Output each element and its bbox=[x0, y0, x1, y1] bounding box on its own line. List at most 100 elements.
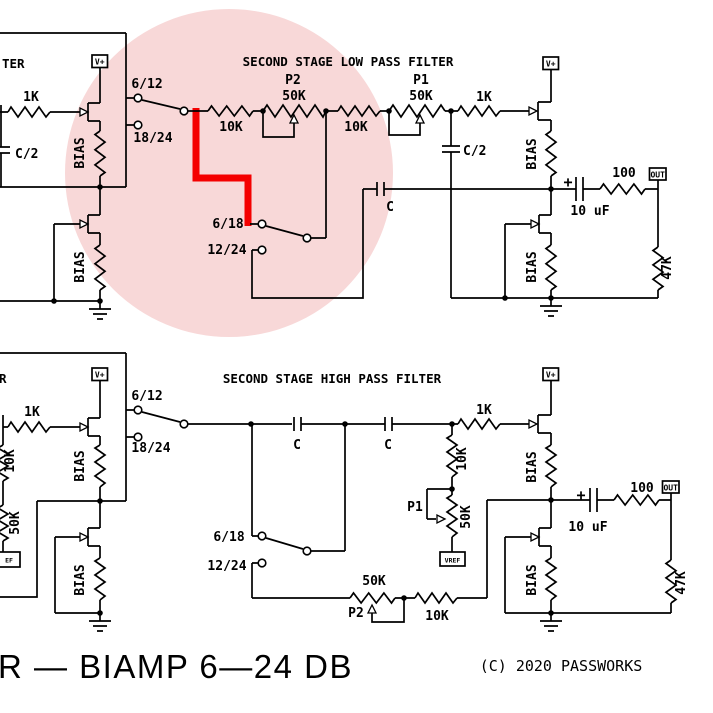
label-p1: P1 bbox=[407, 500, 423, 515]
hp-pot-p1-body bbox=[445, 494, 459, 538]
out-label: OUT bbox=[650, 170, 665, 179]
label-bias: BIAS bbox=[73, 137, 88, 168]
lp-resistor-10k-b bbox=[337, 104, 381, 118]
hp-arrows bbox=[79, 418, 541, 614]
contact-common-1 bbox=[179, 419, 189, 429]
label-50k: 50K bbox=[8, 511, 23, 535]
vplus-label: V+ bbox=[546, 60, 556, 69]
lp-pot-p2-body bbox=[262, 103, 327, 119]
lp-switch-blades bbox=[141, 99, 304, 237]
gate-arrow-icon bbox=[79, 106, 90, 118]
lp-resistor-bias-l1 bbox=[93, 130, 107, 177]
vplus-box bbox=[542, 367, 560, 382]
lp-resistor-bias-l2 bbox=[93, 244, 107, 291]
label-10k: 10K bbox=[344, 120, 368, 135]
label-p2-value: 50K bbox=[362, 574, 386, 589]
vref-box bbox=[439, 551, 466, 567]
contact-12-24 bbox=[257, 558, 267, 568]
hp-title: SECOND STAGE HIGH PASS FILTER bbox=[223, 371, 442, 386]
vplus-box bbox=[91, 367, 109, 382]
vplus-label: V+ bbox=[95, 58, 105, 67]
hp-resistor-50k-left bbox=[0, 504, 10, 542]
lp-partial-title: TER bbox=[2, 56, 25, 71]
label-10k: 10K bbox=[455, 447, 470, 471]
label-c2: C/2 bbox=[463, 144, 486, 159]
hp-switch-contacts bbox=[133, 405, 312, 568]
lp-resistor-1k-left bbox=[7, 105, 51, 119]
schematic-title: R — BIAMP 6—24 DB bbox=[0, 648, 353, 685]
label-18-24: 18/24 bbox=[131, 441, 170, 456]
lp-pot-wiper-loops bbox=[262, 111, 421, 138]
label-plus: + bbox=[576, 486, 585, 504]
lp-resistor-47k bbox=[651, 246, 665, 291]
label-bias: BIAS bbox=[525, 251, 540, 282]
label-100: 100 bbox=[612, 166, 636, 181]
hp-wires bbox=[0, 352, 672, 623]
hp-switch-blades bbox=[141, 411, 304, 550]
gate-arrow-icon bbox=[528, 418, 539, 430]
hp-capacitor-plates bbox=[293, 417, 598, 512]
label-bias: BIAS bbox=[73, 450, 88, 481]
out-label: OUT bbox=[663, 483, 678, 492]
wiper-arrow-icon bbox=[288, 113, 300, 124]
hp-resistor-10k-fb bbox=[414, 591, 458, 605]
lp-junctions bbox=[51, 108, 554, 304]
contact-12-24 bbox=[257, 245, 267, 255]
label-p1-value: 50K bbox=[459, 505, 474, 529]
label-47k: 47K bbox=[674, 571, 689, 595]
label-p1-value: 50K bbox=[409, 89, 433, 104]
lp-arrows bbox=[79, 105, 541, 230]
low-pass-circuit: TER SECOND STAGE LOW PASS FILTER 1K C/2 … bbox=[0, 32, 675, 320]
lp-resistor-10k-a bbox=[207, 104, 254, 118]
vref-box-partial bbox=[0, 551, 21, 568]
lp-resistor-100 bbox=[599, 182, 646, 196]
lp-ground-bars bbox=[89, 305, 562, 320]
label-plus: + bbox=[563, 173, 572, 191]
gate-arrow-icon bbox=[79, 531, 90, 543]
hp-resistor-100 bbox=[613, 493, 660, 507]
hp-junctions bbox=[97, 421, 554, 616]
label-bias: BIAS bbox=[525, 451, 540, 482]
label-bias: BIAS bbox=[73, 564, 88, 595]
gate-arrow-icon bbox=[79, 218, 90, 230]
label-18-24: 18/24 bbox=[133, 131, 172, 146]
hp-resistor-10k-left bbox=[0, 444, 10, 482]
vplus-box bbox=[542, 56, 560, 71]
hp-resistor-47k bbox=[664, 559, 678, 604]
gate-arrow-icon bbox=[530, 218, 541, 230]
vplus-box bbox=[91, 54, 109, 69]
lp-pot-p1-body bbox=[388, 103, 446, 119]
copyright: (C) 2020 PASSWORKS bbox=[480, 657, 643, 675]
label-bias: BIAS bbox=[525, 138, 540, 169]
out-box bbox=[648, 167, 667, 181]
label-6-18: 6/18 bbox=[212, 217, 243, 232]
label-10uf: 10 uF bbox=[570, 204, 609, 219]
label-1k: 1K bbox=[23, 90, 39, 105]
contact-6-12 bbox=[133, 405, 143, 415]
gate-arrow-icon bbox=[528, 105, 539, 117]
vplus-label: V+ bbox=[546, 371, 556, 380]
label-c2: C/2 bbox=[15, 147, 38, 162]
label-100: 100 bbox=[630, 481, 654, 496]
label-bias: BIAS bbox=[73, 251, 88, 282]
wiper-arrow-icon bbox=[436, 513, 447, 525]
hp-terminal-boxes bbox=[0, 367, 680, 568]
hp-resistor-bias-l1 bbox=[93, 444, 107, 488]
gate-arrow-icon bbox=[530, 531, 541, 543]
hp-pot-p2-body bbox=[349, 591, 396, 605]
wiper-arrow-icon bbox=[414, 113, 426, 124]
label-p2: P2 bbox=[348, 606, 364, 621]
hp-resistor-1k-left bbox=[7, 420, 51, 434]
label-10uf: 10 uF bbox=[568, 520, 607, 535]
hp-resistor-bias-r1 bbox=[544, 444, 558, 488]
label-bias: BIAS bbox=[525, 564, 540, 595]
hp-resistor-bias-l2 bbox=[93, 557, 107, 601]
lp-capacitor-plates bbox=[0, 145, 584, 201]
highlighted-trace bbox=[192, 108, 252, 226]
contact-common-2 bbox=[302, 546, 312, 556]
vref-label: VREF bbox=[445, 557, 461, 565]
label-10k: 10K bbox=[219, 120, 243, 135]
lp-resistor-bias-r2 bbox=[544, 244, 558, 291]
label-47k: 47K bbox=[660, 256, 675, 280]
